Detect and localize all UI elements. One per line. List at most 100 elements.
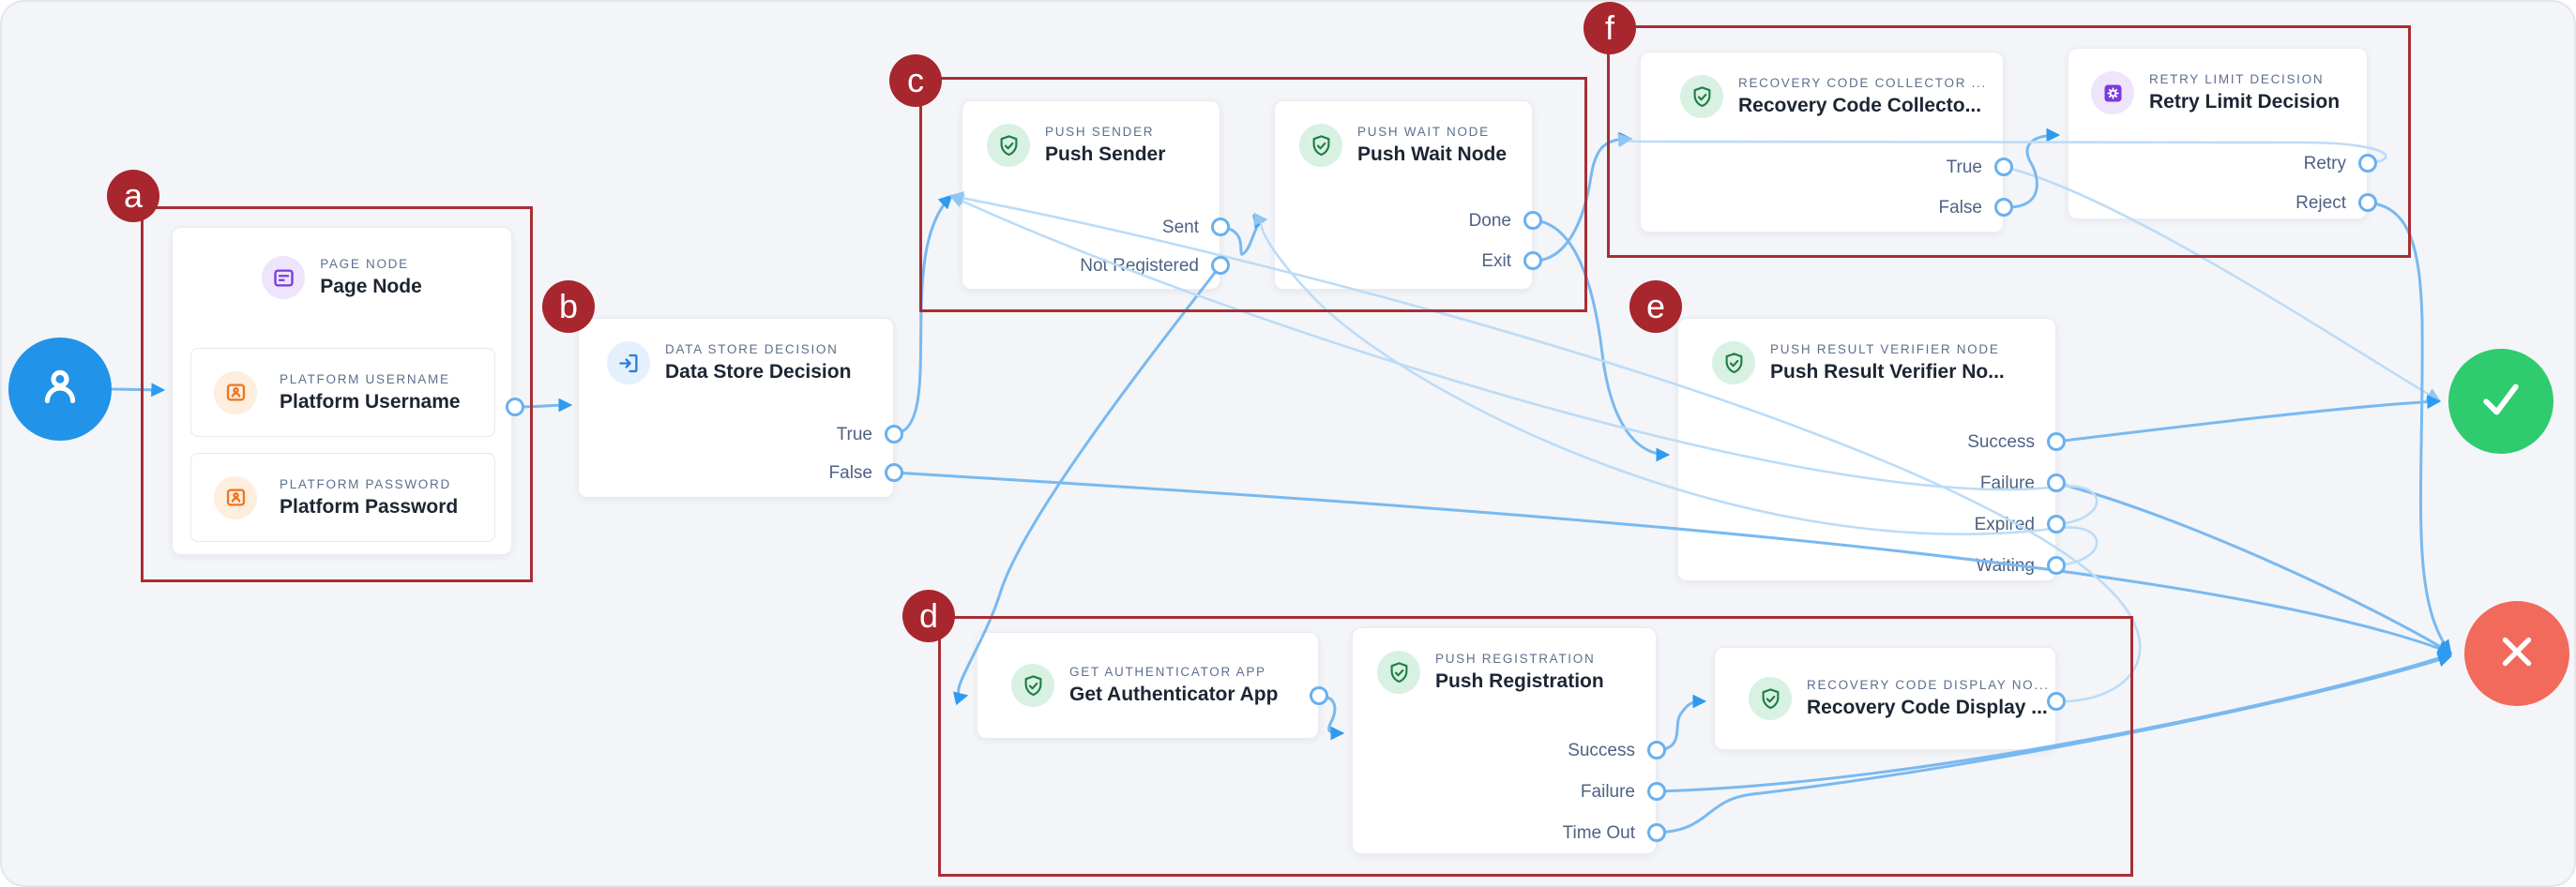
shield-check-icon [1749,677,1792,720]
success-node[interactable] [2448,349,2553,454]
group-label-e: e [1629,280,1682,333]
node-title: Data Store Decision [665,361,852,383]
port-wait-exit[interactable] [1523,251,1542,270]
outcome-success: Success [1568,741,1635,760]
node-type-label: DATA STORE DECISION [665,342,839,356]
node-platform-password[interactable]: PLATFORM PASSWORD Platform Password [190,453,495,542]
outcome-failure: Failure [1979,474,2035,493]
node-push-wait[interactable]: PUSH WAIT NODE Push Wait Node Done Exit [1274,100,1533,290]
login-icon [607,341,650,384]
port-preg-timeout[interactable] [1647,823,1666,842]
node-push-result-verifier[interactable]: PUSH RESULT VERIFIER NODE Push Result Ve… [1677,318,2056,581]
group-label-a: a [107,170,159,222]
port-rld-reject[interactable] [2358,193,2377,212]
node-type-label: PUSH RESULT VERIFIER NODE [1770,342,2000,356]
node-get-authenticator-app[interactable]: GET AUTHENTICATOR APP Get Authenticator … [977,632,1319,739]
node-type-label: PLATFORM PASSWORD [280,476,451,491]
node-push-registration[interactable]: PUSH REGISTRATION Push Registration Succ… [1352,627,1657,854]
outcome-sent: Sent [1161,218,1199,237]
node-title: Platform Username [280,390,461,413]
node-platform-username[interactable]: PLATFORM USERNAME Platform Username [190,348,495,437]
node-recovery-code-display[interactable]: RECOVERY CODE DISPLAY NO... Recovery Cod… [1714,647,2056,750]
port-prv-expired[interactable] [2047,515,2066,534]
edge-start-out-to-page-in [111,383,166,398]
outcome-success: Success [1967,432,2035,452]
outcome-reject: Reject [2296,193,2346,213]
start-node[interactable] [8,338,112,441]
port-rcd-out[interactable] [2047,692,2066,711]
port-sender-notreg[interactable] [1211,256,1230,275]
port-preg-success[interactable] [1647,741,1666,759]
port-prv-waiting[interactable] [2047,556,2066,575]
port-dsd-true[interactable] [885,425,903,444]
failure-node[interactable] [2464,601,2569,706]
port-page-username-out[interactable] [506,398,524,416]
person-icon [34,361,86,418]
edge-dsd-false-to-fail-in [893,471,2453,655]
port-wait-done[interactable] [1523,211,1542,230]
port-prv-success[interactable] [2047,432,2066,451]
node-title: Platform Password [280,495,459,518]
gear-icon [2091,71,2134,114]
outcome-expired: Expired [1974,515,2035,534]
shield-check-icon [1377,651,1420,694]
port-rcc-true[interactable] [1994,158,2013,176]
shield-check-icon [987,124,1030,167]
port-dsd-false[interactable] [885,463,903,482]
node-type-label: RECOVERY CODE DISPLAY NO... [1807,678,2050,692]
edge-prv-failure-to-fail-in [2055,481,2452,654]
check-icon [2476,374,2526,429]
edge-wait-done-to-prv-in [1532,218,1671,462]
port-sender-sent[interactable] [1211,218,1230,236]
node-title: Push Registration [1435,670,1604,692]
port-getapp-out[interactable] [1310,686,1328,705]
outcome-exit: Exit [1481,251,1511,271]
outcome-failure: Failure [1580,782,1635,802]
node-push-sender[interactable]: PUSH SENDER Push Sender Sent Not Registe… [962,100,1220,290]
group-label-c: c [889,54,942,107]
node-title: Push Wait Node [1357,143,1508,165]
node-type-label: PLATFORM USERNAME [280,371,450,386]
port-rcc-false[interactable] [1994,198,2013,217]
node-type-label: PUSH REGISTRATION [1435,652,1596,666]
outcome-false: False [1938,198,1982,218]
outcome-time-out: Time Out [1562,823,1635,843]
outcome-waiting: Waiting [1976,556,2035,576]
node-retry-limit-decision[interactable]: RETRY LIMIT DECISION Retry Limit Decisio… [2068,48,2368,219]
node-title: Push Result Verifier No... [1770,361,2005,383]
port-preg-failure[interactable] [1647,782,1666,801]
node-title: Push Sender [1045,143,1166,165]
id-badge-icon [214,370,257,414]
shield-check-icon [1680,75,1723,118]
port-rld-retry[interactable] [2358,154,2377,173]
node-data-store-decision[interactable]: DATA STORE DECISION Data Store Decision … [578,318,894,498]
edge-wait-exit-to-rcc-in [1532,131,1633,263]
node-type-label: RECOVERY CODE COLLECTOR ... [1738,76,1987,90]
node-title: Get Authenticator App [1069,684,1279,705]
node-type-label: RETRY LIMIT DECISION [2149,72,2325,86]
node-type-label: PUSH SENDER [1045,125,1155,139]
page-icon [262,256,306,299]
node-recovery-code-collector[interactable]: RECOVERY CODE COLLECTOR ... Recovery Cod… [1640,52,2004,233]
outcome-true: True [836,425,872,444]
edge-preg-success-to-rcd-in [1656,694,1707,752]
outcome-retry: Retry [2303,154,2346,173]
node-page[interactable]: PAGE NODE Page Node PLATFORM USERNAME Pl… [172,227,512,555]
node-type-label: PUSH WAIT NODE [1357,125,1490,139]
x-icon [2493,628,2540,680]
group-label-f: f [1583,2,1636,54]
outcome-not-registered: Not Registered [1080,256,1199,276]
node-type-label: GET AUTHENTICATOR APP [1069,665,1266,679]
node-title: Retry Limit Decision [2149,91,2341,113]
port-prv-failure[interactable] [2047,474,2066,492]
node-title: Recovery Code Display ... [1807,697,2048,718]
edge-rld-reject-to-fail-in [2367,201,2452,654]
outcome-false: False [828,463,872,483]
edge-dsd-true-to-sender-in [893,194,953,436]
node-page-header: PAGE NODE Page Node [173,228,511,299]
node-title: Recovery Code Collecto... [1738,95,1982,116]
shield-check-icon [1011,664,1054,707]
outcome-true: True [1946,158,1982,177]
group-label-b: b [542,280,595,333]
